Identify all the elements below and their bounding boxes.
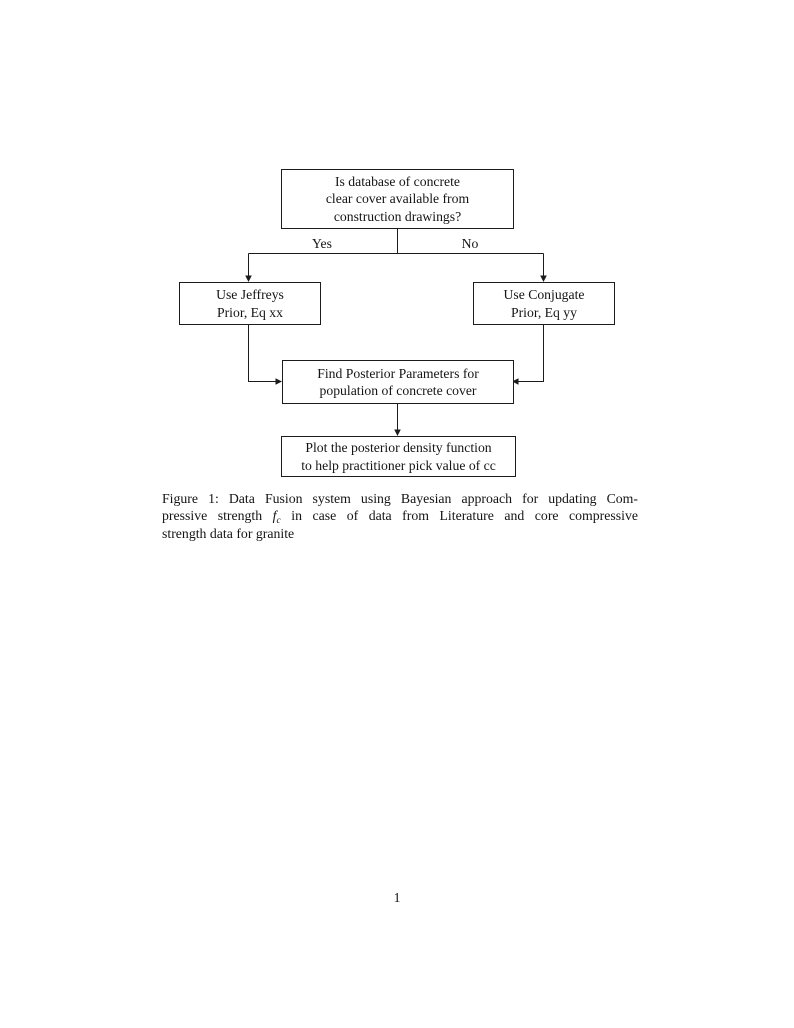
node-posterior-line-1: Find Posterior Parameters for <box>317 365 479 381</box>
caption-line-2-pre: pressive strength <box>162 508 273 524</box>
node-jeffreys-line-1: Use Jeffreys <box>216 287 284 303</box>
caption-line-1-text: Figure 1: Data Fusion system using Bayes… <box>162 491 638 506</box>
math-fc-symbol: f <box>272 508 277 524</box>
caption-line-3-text: strength data for granite <box>162 525 295 541</box>
node-decision-line-2: clear cover available from <box>325 191 470 207</box>
node-decision-line-1: Is database of concrete <box>334 174 461 190</box>
caption-line-1: Figure 1: Data Fusion system using Bayes… <box>162 490 638 507</box>
figure-caption: Figure 1: Data Fusion system using Bayes… <box>162 490 638 542</box>
node-decision-line-3: construction drawings? <box>333 208 462 224</box>
flowchart-node-jeffreys-prior: Use Jeffreys Prior, Eq xx <box>179 282 321 325</box>
flowchart-node-plot-density: Plot the posterior density function to h… <box>281 436 516 477</box>
flowchart-node-decision: Is database of concrete clear cover avai… <box>281 169 514 229</box>
node-conjugate-line-1: Use Conjugate <box>503 287 585 303</box>
caption-line-2-post: in case of data from Literature and core… <box>280 508 638 524</box>
connector-jeffreys-to-posterior <box>248 323 276 382</box>
edge-label-yes: Yes <box>312 236 332 251</box>
node-posterior-line-2: population of concrete cover <box>319 383 477 398</box>
node-plot-line-2: to help practitioner pick value of cc <box>301 457 496 473</box>
caption-line-2: pressive strength fc in case of data fro… <box>162 507 638 527</box>
flowchart-node-posterior-parameters: Find Posterior Parameters for population… <box>282 360 514 404</box>
node-jeffreys-line-2: Prior, Eq xx <box>217 304 283 320</box>
edge-label-no: No <box>461 236 479 251</box>
page-number: 1 <box>393 890 401 905</box>
math-fc-subscript: c <box>276 516 281 527</box>
node-conjugate-line-2: Prior, Eq yy <box>511 304 577 320</box>
node-plot-line-1: Plot the posterior density function <box>305 440 492 456</box>
caption-line-3: strength data for granite <box>162 525 638 542</box>
flowchart-node-conjugate-prior: Use Conjugate Prior, Eq yy <box>473 282 615 325</box>
connector-conjugate-to-posterior <box>517 323 544 382</box>
